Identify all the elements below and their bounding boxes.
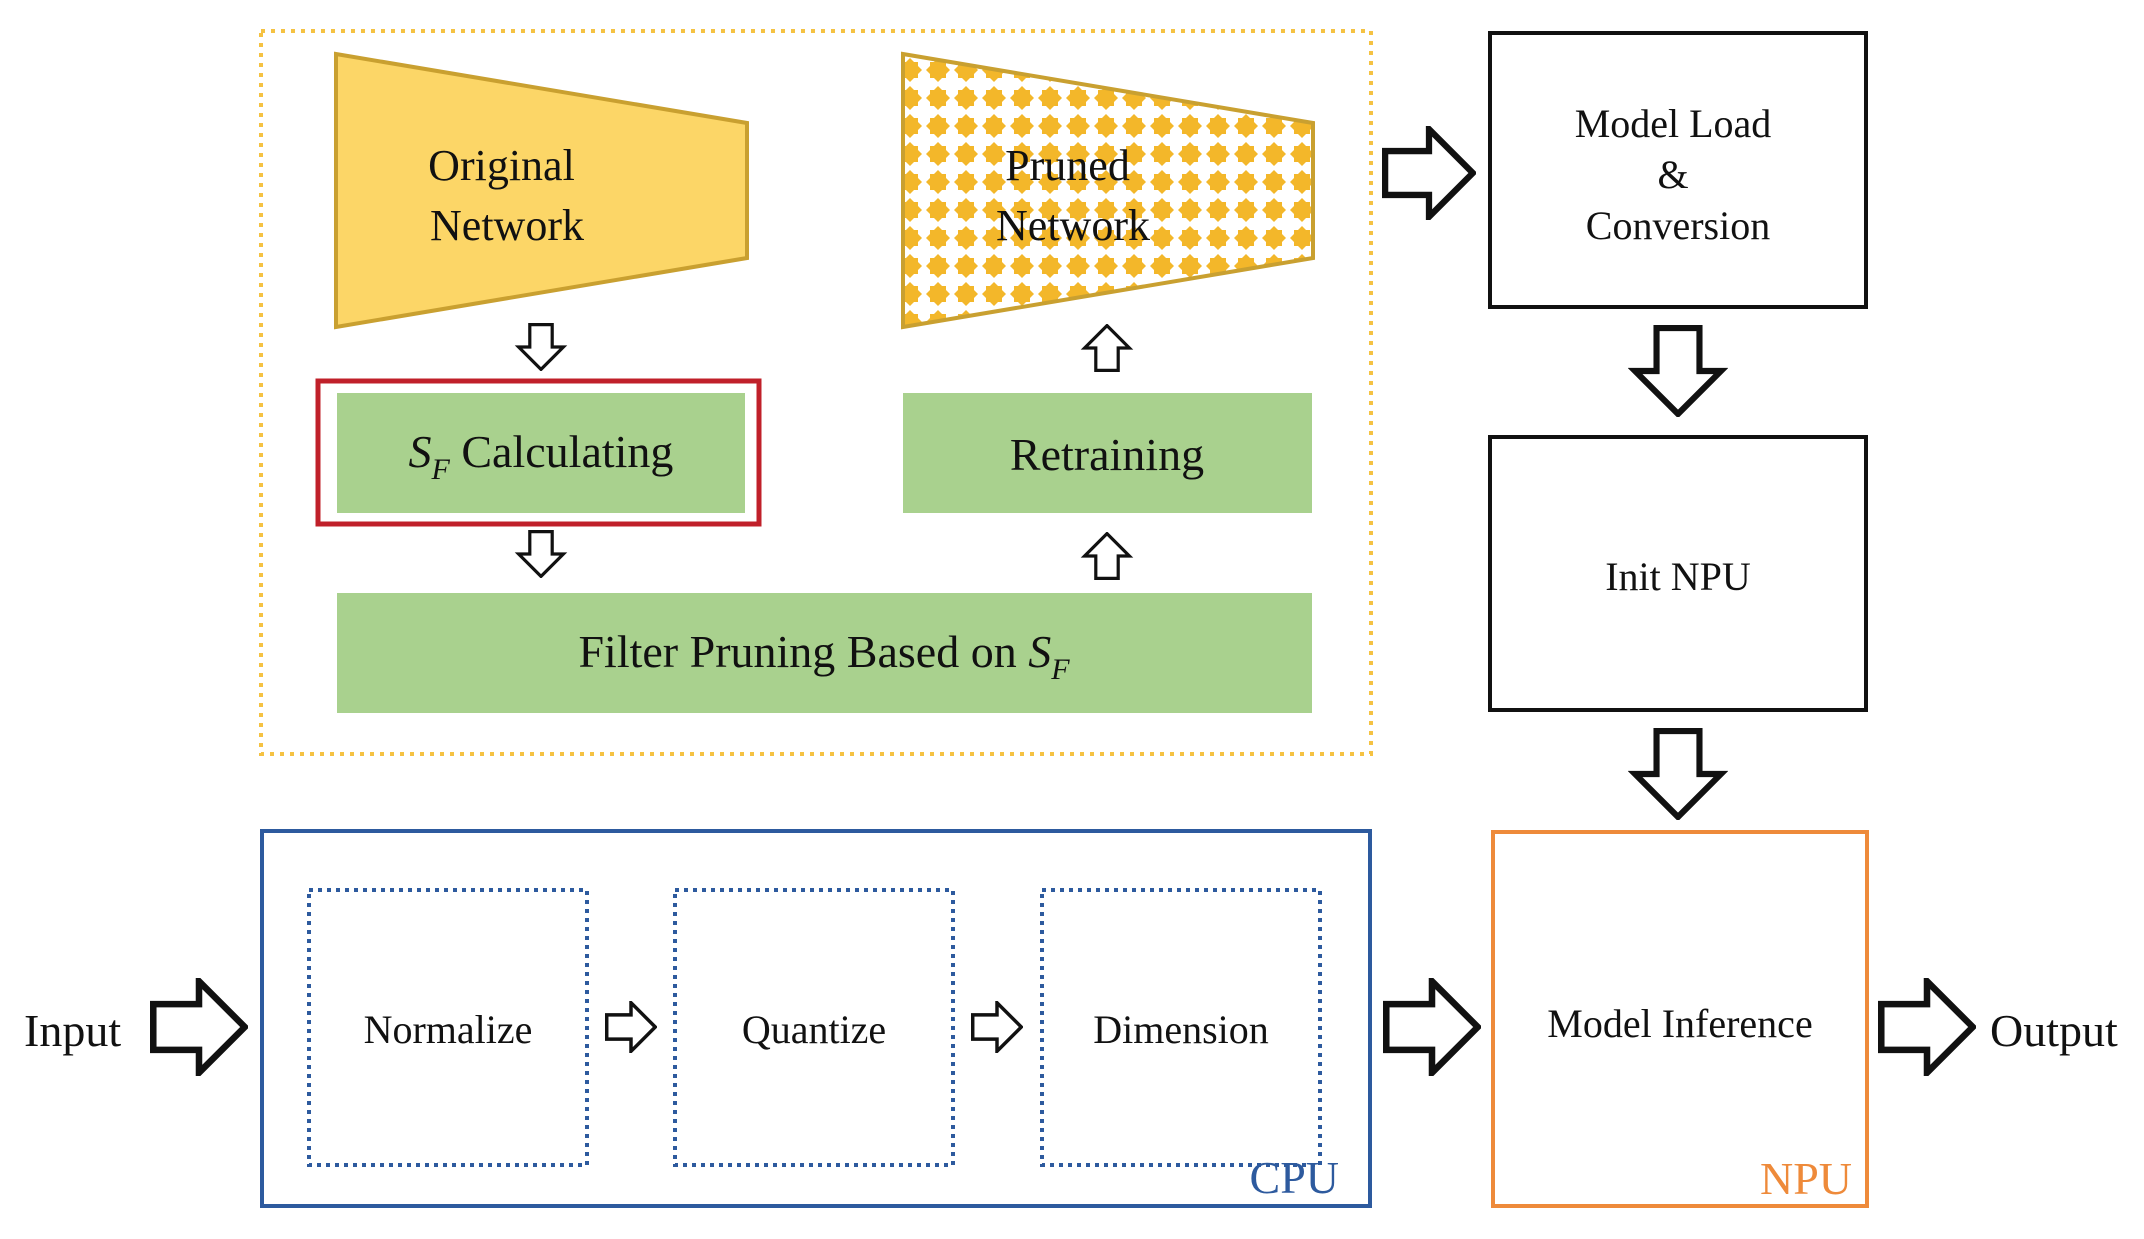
arrow-right-icon — [605, 1001, 657, 1053]
model-load-box — [1488, 31, 1868, 309]
filter-pruning-box — [337, 593, 1312, 713]
pruned-network-shape — [901, 51, 1315, 330]
arrow-up-icon — [1082, 324, 1132, 372]
model-load-label: Model Load & Conversion — [1575, 101, 1782, 248]
arrow-up-icon — [1082, 532, 1132, 580]
filter-pruning-label: Filter Pruning Based on SF — [578, 626, 1070, 686]
arrow-right-icon — [971, 1001, 1023, 1053]
output-label: Output — [1990, 1005, 2118, 1056]
retraining-box — [903, 393, 1312, 513]
retraining-label: Retraining — [1010, 429, 1204, 480]
init-npu-box — [1488, 435, 1868, 712]
arrow-right-icon — [153, 981, 244, 1072]
sf-calculating-box — [337, 393, 745, 513]
quantize-label: Quantize — [742, 1007, 886, 1052]
arrow-right-icon — [1881, 981, 1972, 1072]
pruned-network-label: Pruned Network — [996, 141, 1150, 250]
npu-tag: NPU — [1760, 1153, 1852, 1204]
sf-calculating-label: SF Calculating — [409, 426, 674, 486]
cpu-frame — [260, 829, 1372, 1208]
pruning-stage-frame — [259, 29, 1373, 756]
input-label: Input — [24, 1005, 121, 1056]
arrow-down-icon — [516, 323, 566, 371]
npu-frame — [1491, 830, 1869, 1208]
original-network-label: Original Network — [428, 141, 586, 250]
original-network-shape — [334, 51, 749, 330]
arrow-right-icon — [1386, 981, 1477, 1072]
arrow-down-icon — [1635, 328, 1721, 414]
arrow-right-icon — [1385, 129, 1473, 217]
sf-highlight-frame — [315, 378, 762, 527]
normalize-box — [307, 888, 589, 1167]
arrow-down-icon — [516, 530, 566, 578]
normalize-label: Normalize — [364, 1007, 533, 1052]
model-inference-label: Model Inference — [1547, 1001, 1812, 1046]
dimension-label: Dimension — [1093, 1007, 1269, 1052]
cpu-tag: CPU — [1250, 1152, 1339, 1203]
dimension-box — [1040, 888, 1322, 1167]
init-npu-label: Init NPU — [1605, 554, 1751, 599]
quantize-box — [673, 888, 955, 1167]
arrow-down-icon — [1635, 731, 1721, 817]
